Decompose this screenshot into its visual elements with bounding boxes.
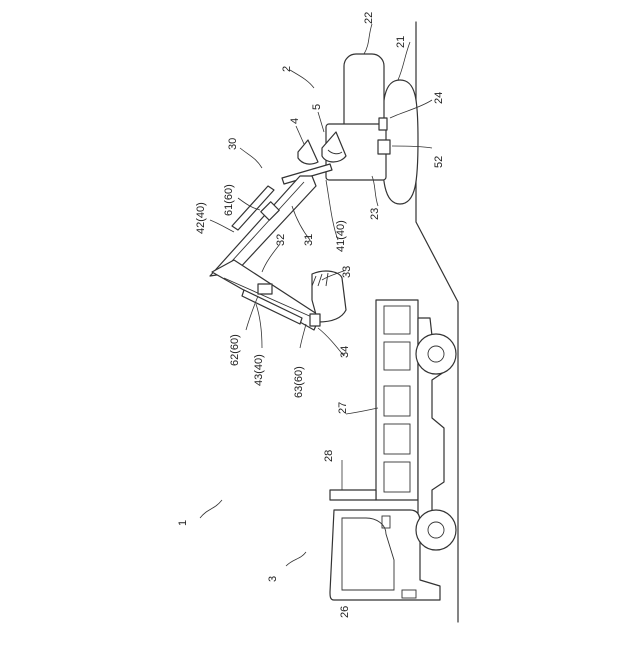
label-43: 43(40) [253,354,265,386]
swing-sensor [378,140,390,154]
label-63: 63(60) [293,366,305,398]
label-28: 28 [323,450,335,462]
label-24: 24 [433,92,445,104]
label-34: 34 [339,346,351,358]
label-52: 52 [433,156,445,168]
rear-wheel [416,334,456,374]
arm [212,260,320,330]
label-22: 22 [363,12,375,24]
label-26: 26 [339,606,351,618]
bucket-link [310,314,320,326]
dump-truck [330,300,456,600]
label-2: 2 [281,66,293,72]
arm-sensor [258,284,272,294]
label-62: 62(60) [229,334,241,366]
label-30: 30 [227,138,239,150]
label-31: 31 [303,234,315,246]
label-21: 21 [395,36,407,48]
label-42: 42(40) [195,202,207,234]
label-33: 33 [341,266,353,278]
label-3: 3 [267,576,279,582]
front-wheel [416,510,456,550]
label-4: 4 [289,118,301,124]
boom-foot [298,140,318,164]
label-5: 5 [311,104,323,110]
label-41: 41(40) [335,220,347,252]
label-1: 1 [177,520,189,526]
cargo-bed [376,300,418,500]
excavator [210,54,418,330]
swing-device [379,118,387,130]
label-27: 27 [337,402,349,414]
label-61: 61(60) [223,184,235,216]
front-guard [330,490,376,500]
label-23: 23 [369,208,381,220]
label-32: 32 [275,234,287,246]
